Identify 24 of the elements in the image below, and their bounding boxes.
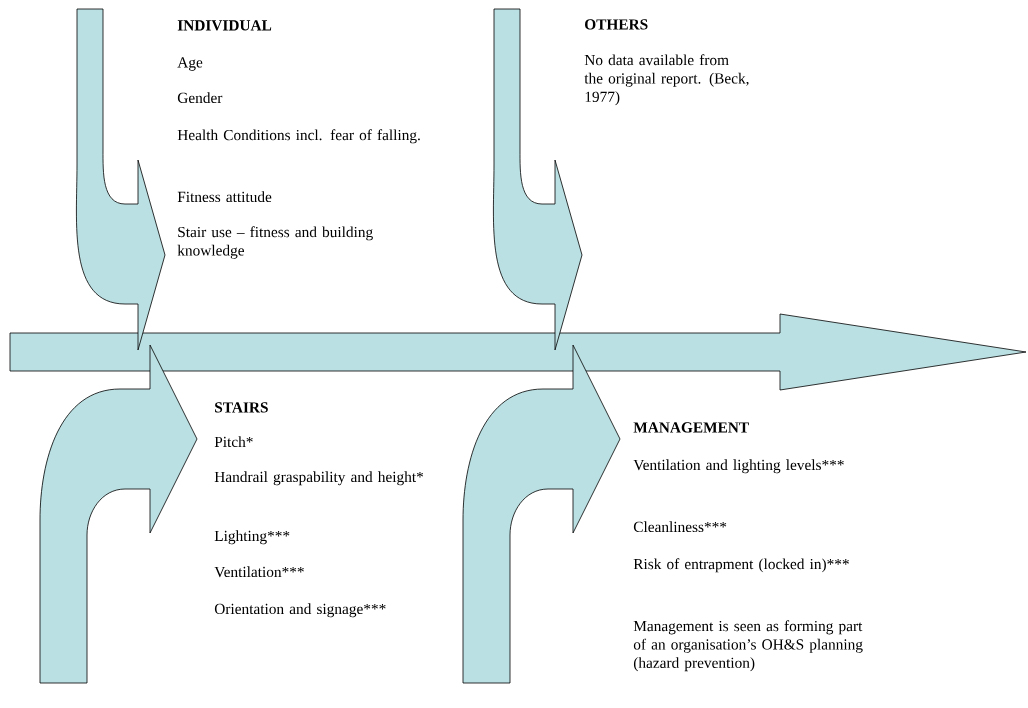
factor-text: Gender bbox=[177, 92, 223, 104]
factor-text: Ventilation and lighting levels*** bbox=[633, 459, 844, 474]
category-heading: MANAGEMENT bbox=[633, 422, 749, 433]
arrow bbox=[9, 313, 1027, 391]
factor-text: Orientation and signage*** bbox=[214, 603, 386, 618]
bent-arrow bbox=[39, 344, 198, 684]
factor-text: Handrail graspability and height* bbox=[214, 471, 424, 486]
category-heading: INDIVIDUAL bbox=[177, 20, 272, 31]
factor-text: Health Conditions incl. fear of falling. bbox=[177, 129, 420, 144]
factor-text: Cleanliness*** bbox=[633, 521, 727, 533]
bent-arrow bbox=[76, 8, 166, 351]
factor-text: Fitness attitude bbox=[177, 191, 272, 203]
factor-text: Age bbox=[177, 57, 203, 71]
bent-arrow bbox=[493, 8, 583, 351]
factor-text: Management is seen as forming part of an organisation’s OH&S planning (hazard prevention) bbox=[633, 620, 863, 672]
factor-text: Risk of entrapment (locked in)*** bbox=[633, 558, 849, 573]
factor-text: Stair use – fitness and building knowledge bbox=[177, 226, 373, 259]
factor-text: Lighting*** bbox=[214, 530, 290, 545]
factor-text: Pitch* bbox=[214, 436, 253, 448]
category-heading: OTHERS bbox=[585, 19, 648, 30]
factor-text: Ventilation*** bbox=[214, 566, 304, 578]
note-text: No data available from the original report. (Beck, 1977) bbox=[584, 54, 749, 106]
bent-arrow bbox=[462, 344, 621, 684]
category-heading: STAIRS bbox=[215, 402, 268, 413]
